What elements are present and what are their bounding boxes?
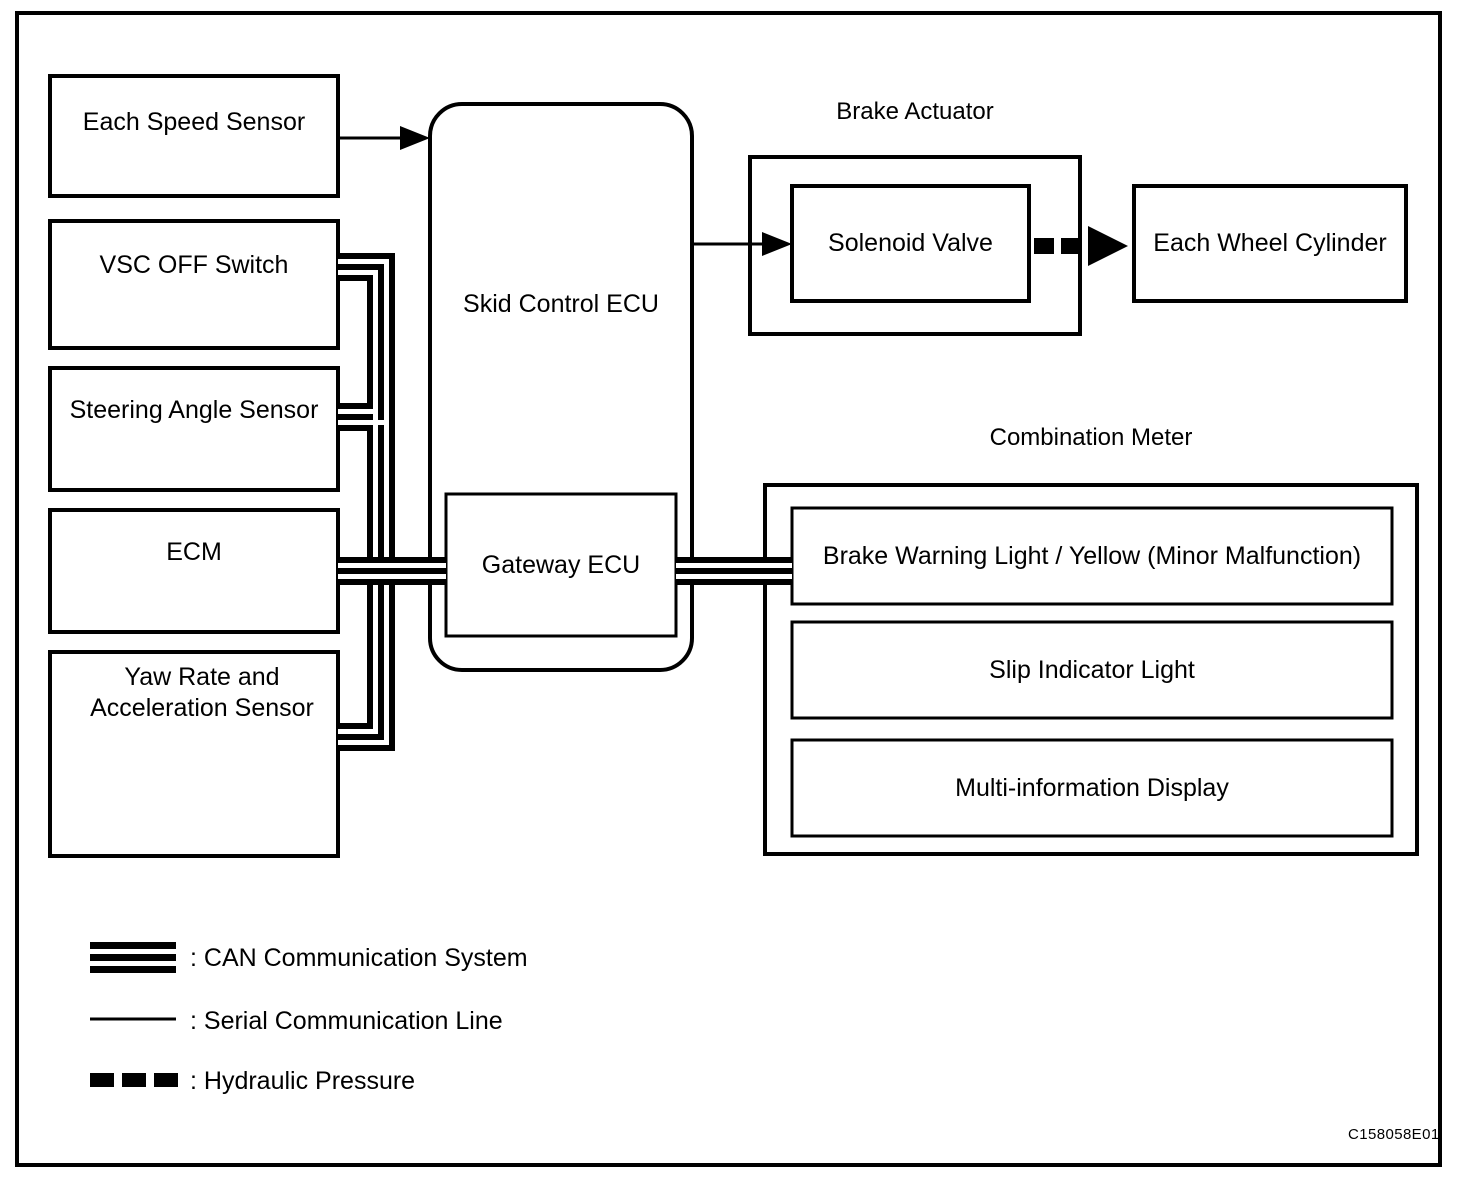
label-yaw-rate-sensor-line2: Acceleration Sensor [90, 693, 314, 722]
box-vsc-off-switch[interactable] [48, 219, 340, 350]
box-each-wheel-cylinder[interactable] [1132, 184, 1408, 303]
box-brake-warning-light[interactable] [790, 506, 1394, 606]
label-steering-angle-sensor: Steering Angle Sensor [69, 395, 319, 424]
hydraulic-pressure-line-solenoid-to-wheel-cylinder [1034, 226, 1128, 266]
box-slip-indicator-light[interactable] [790, 620, 1394, 720]
title-brake-actuator: Brake Actuator [836, 98, 994, 126]
box-gateway-ecu[interactable] [444, 492, 678, 638]
label-multi-information-display: Multi-information Display [955, 773, 1229, 802]
label-solenoid-valve: Solenoid Valve [828, 228, 993, 257]
can-bus-bars-overlay [356, 557, 792, 585]
label-ecm: ECM [166, 537, 222, 566]
box-yaw-rate-sensor[interactable] [48, 650, 340, 858]
page-border [15, 11, 1442, 1167]
legend-label-hydraulic: : Hydraulic Pressure [190, 1066, 416, 1095]
label-each-speed-sensor: Each Speed Sensor [82, 107, 306, 136]
label-vsc-off-switch: VSC OFF Switch [99, 250, 289, 279]
serial-line-ecu-to-solenoid-valve [692, 232, 792, 256]
legend-label-serial: : Serial Communication Line [190, 1006, 503, 1035]
serial-line-speed-sensor-to-ecu [338, 126, 430, 150]
legend-symbol-can-bus [90, 942, 176, 973]
title-combination-meter: Combination Meter [989, 424, 1193, 452]
label-yaw-rate-sensor: Yaw Rate and Acceleration Sensor [62, 662, 342, 738]
label-yaw-rate-sensor-line1: Yaw Rate and [124, 663, 280, 691]
box-multi-information-display[interactable] [790, 738, 1394, 838]
legend-label-can: : CAN Communication System [190, 943, 528, 972]
label-brake-warning-light: Brake Warning Light / Yellow (Minor Malf… [822, 541, 1362, 570]
box-each-speed-sensor[interactable] [48, 74, 340, 198]
label-skid-control-ecu: Skid Control ECU [463, 289, 659, 318]
can-bus-separators [338, 259, 792, 745]
label-slip-indicator-light: Slip Indicator Light [989, 655, 1195, 684]
legend-symbol-hydraulic-pressure [90, 1073, 178, 1087]
box-ecm[interactable] [48, 508, 340, 634]
reference-code: C158058E01 [1348, 1126, 1440, 1143]
label-each-wheel-cylinder: Each Wheel Cylinder [1153, 228, 1387, 257]
label-gateway-ecu: Gateway ECU [481, 550, 641, 579]
box-solenoid-valve[interactable] [790, 184, 1031, 303]
